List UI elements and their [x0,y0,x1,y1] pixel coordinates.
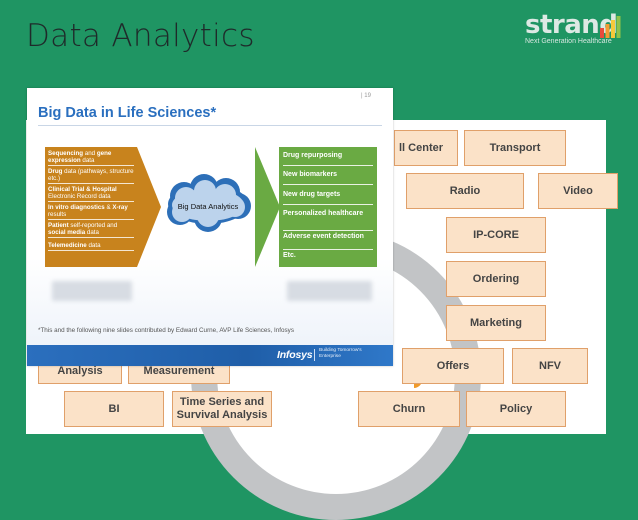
outcome-item: Personalized healthcare [283,210,373,231]
outcomes-panel: Drug repurposing New biomarkers New drug… [279,147,377,267]
footer-separator [314,349,315,361]
box-churn: Churn [358,391,460,427]
slide-title: Data Analytics [26,18,255,54]
outcome-item: Adverse event detection [283,233,373,250]
source-item: Telemedicine data [48,242,134,251]
box-offers: Offers [402,348,504,384]
box-ip-core: IP-CORE [446,217,546,253]
inset-gradient [27,258,393,348]
outcome-item: Etc. [283,252,296,259]
arrow-to-outcomes-icon [255,147,280,267]
box-transport: Transport [464,130,566,166]
source-item: Clinical Trial & Hospital Electronic Rec… [48,186,134,202]
box-marketing: Marketing [446,305,546,341]
source-item: Patient self-reported and social media d… [48,222,134,238]
inset-title: Big Data in Life Sciences* [38,105,217,121]
source-item: Drug data (pathways, structure etc.) [48,168,134,184]
cloud-icon [167,174,251,232]
inset-footer-bar [27,345,393,366]
big-data-life-sciences-slide: Big Data in Life Sciences* | 19 Sequenci… [27,88,393,366]
infosys-logo: Infosys [277,349,313,361]
inset-page-number: | 19 [361,93,371,99]
source-item: Sequencing and gene expression data [48,150,134,166]
data-sources-panel: Sequencing and gene expression data Drug… [45,147,137,267]
brand-tagline: Next Generation Healthcare [525,38,612,45]
outcome-item: New drug targets [283,191,373,205]
box-ordering: Ordering [446,261,546,297]
outcome-item: Drug repurposing [283,152,373,166]
infosys-tagline: Building Tomorrow's Enterprise [319,348,362,359]
strand-logo: strand Next Generation Healthcare [521,10,621,50]
box-policy: Policy [466,391,566,427]
box-call-center: ll Center [394,130,458,166]
blurred-placeholder-right [287,281,372,301]
box-time-series: Time Series and Survival Analysis [172,391,272,427]
box-bi: BI [64,391,164,427]
box-radio: Radio [406,173,524,209]
source-item: In vitro diagnostics & X-ray results [48,204,134,220]
box-video: Video [538,173,618,209]
outcome-item: New biomarkers [283,171,373,185]
big-data-analytics-label: Big Data Analytics [177,202,239,211]
bar-chart-logo-icon [600,16,621,38]
box-nfv: NFV [512,348,588,384]
inset-divider [38,125,382,126]
blurred-placeholder-left [52,281,132,301]
arrow-to-analytics-icon [137,147,161,267]
inset-footnote: *This and the following nine slides cont… [38,327,294,334]
